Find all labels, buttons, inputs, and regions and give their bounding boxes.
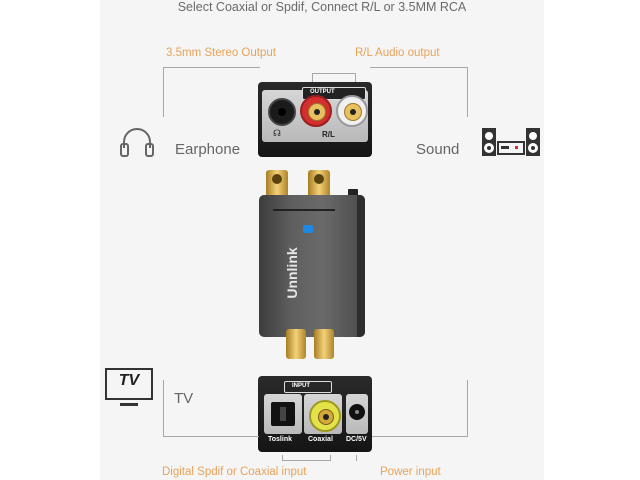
bottom-rca-right xyxy=(314,329,334,359)
top-rca-right xyxy=(308,170,330,200)
connector-line xyxy=(163,67,260,68)
connector-line xyxy=(372,436,468,437)
tv-icon xyxy=(105,368,153,406)
toslink-port xyxy=(264,394,302,434)
connector-line xyxy=(370,67,468,68)
tv-icon-text: TV xyxy=(118,372,140,389)
connector-line xyxy=(282,460,330,461)
output-device: OUTPUT ☊ R/L xyxy=(258,82,372,157)
earphone-label: Earphone xyxy=(175,141,241,158)
bottom-rca-left xyxy=(286,329,306,359)
input-device: INPUT Toslink Coaxial DC/5V xyxy=(258,376,372,452)
coaxial-port xyxy=(304,394,342,434)
connector-line xyxy=(355,73,356,85)
input-badge: INPUT xyxy=(292,383,310,389)
brand-mark xyxy=(303,225,313,233)
headphone-glyph: ☊ xyxy=(273,128,281,138)
connector-line xyxy=(356,455,357,461)
top-rca-left xyxy=(266,170,288,200)
toslink-label: Toslink xyxy=(268,436,292,443)
brand-logo: Unnlink xyxy=(284,247,300,299)
connector-line xyxy=(330,455,331,461)
output-badge: OUTPUT xyxy=(310,89,335,95)
device-body: Unnlink xyxy=(259,195,365,337)
rca-left-white xyxy=(336,95,368,127)
connector-line xyxy=(467,67,468,117)
stereo-output-label: 3.5mm Stereo Output xyxy=(166,47,276,59)
connector-line xyxy=(163,67,164,117)
dc-label: DC/5V xyxy=(346,436,367,443)
headphones-icon xyxy=(120,128,154,157)
rl-audio-output-label: R/L Audio output xyxy=(355,47,440,59)
connector-line xyxy=(312,73,313,85)
power-input-label: Power input xyxy=(380,466,441,478)
speakers-icon xyxy=(482,128,540,156)
page-caption: Select Coaxial or Spdif, Connect R/L or … xyxy=(177,0,467,14)
coaxial-label: Coaxial xyxy=(308,436,333,443)
rl-label: R/L xyxy=(322,130,335,139)
stereo-jack xyxy=(268,98,296,126)
rca-right-red xyxy=(300,95,332,127)
converter-device: Unnlink xyxy=(252,165,372,365)
connector-line xyxy=(282,455,283,461)
tv-label: TV xyxy=(174,390,194,407)
connector-line xyxy=(312,73,356,74)
sound-label: Sound xyxy=(416,141,460,158)
connector-line xyxy=(163,436,259,437)
connector-line xyxy=(467,380,468,436)
digital-input-label: Digital Spdif or Coaxial input xyxy=(162,466,307,478)
dc-port xyxy=(346,394,368,434)
connector-line xyxy=(163,380,164,436)
